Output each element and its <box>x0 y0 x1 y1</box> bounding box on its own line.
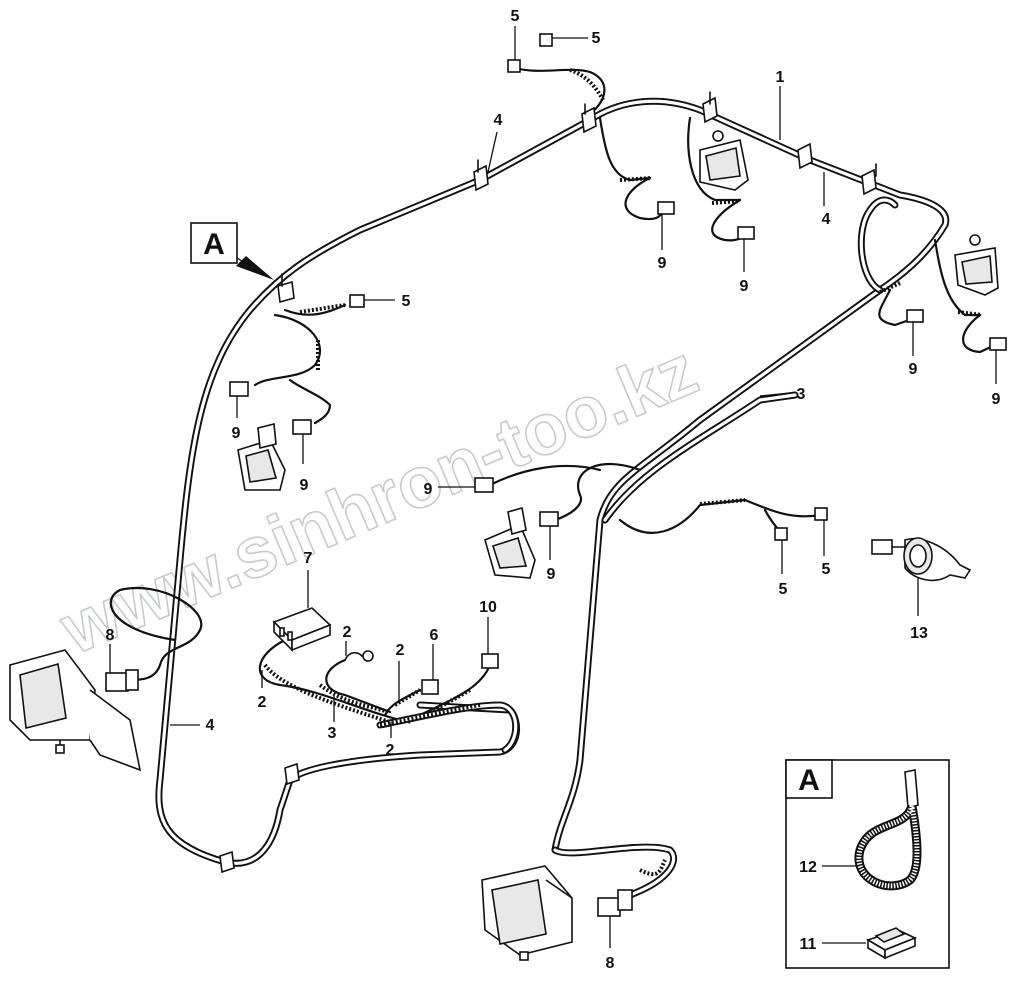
connector-9-icon <box>229 381 249 397</box>
cable-tie-icon <box>797 142 813 170</box>
callout-1: 1 <box>776 69 785 86</box>
connector-9-icon <box>989 337 1007 351</box>
callout-4: 4 <box>206 717 215 734</box>
connector-5-icon <box>539 33 553 47</box>
cable-tie-12-icon <box>854 769 922 891</box>
work-light-icon <box>9 649 142 772</box>
callout-12: 12 <box>799 859 817 876</box>
view-marker-letter: A <box>203 228 225 261</box>
cab-light-icon <box>237 422 286 491</box>
callout-2: 2 <box>258 694 267 711</box>
connector-9-icon <box>292 419 312 435</box>
callout-9: 9 <box>658 255 667 272</box>
connector-5-icon <box>774 527 788 541</box>
callout-13: 13 <box>910 625 928 642</box>
connector-9-icon <box>474 477 494 493</box>
callout-9: 9 <box>740 278 749 295</box>
connector-5-icon <box>814 507 828 521</box>
callout-5: 5 <box>822 561 831 578</box>
view-marker: A <box>190 222 274 280</box>
cable-tie-icon <box>581 103 597 134</box>
connector-8-icon <box>105 672 129 692</box>
cable-tie-icon <box>219 850 235 874</box>
callout-3: 3 <box>797 386 806 403</box>
callout-9: 9 <box>547 566 556 583</box>
callout-3: 3 <box>328 725 337 742</box>
cab-light-icon <box>954 234 999 296</box>
clip-11-icon <box>866 927 918 960</box>
connector-9-icon <box>657 201 675 215</box>
power-socket-icon <box>871 537 972 582</box>
connector-6-icon <box>421 679 439 695</box>
callout-4: 4 <box>822 211 831 228</box>
work-light-icon <box>481 865 573 961</box>
cable-tie-icon <box>702 91 718 124</box>
detail-view-a: A <box>785 759 950 969</box>
callout-5: 5 <box>511 8 520 25</box>
cable-tie-icon <box>284 762 300 786</box>
callout-9: 9 <box>424 481 433 498</box>
connector-7-icon <box>272 607 332 652</box>
callout-2: 2 <box>396 642 405 659</box>
callout-9: 9 <box>992 391 1001 408</box>
cab-light-icon <box>484 506 536 579</box>
ring-terminal-icon <box>362 650 374 662</box>
callout-2: 2 <box>386 742 395 759</box>
cable-tie-icon <box>473 159 489 192</box>
connector-5-icon <box>507 59 521 73</box>
sub-harness <box>258 638 520 754</box>
cable-tie-icon <box>277 273 295 304</box>
connector-8-icon <box>597 897 621 917</box>
callout-5: 5 <box>402 293 411 310</box>
cable-tie-icon <box>861 163 877 196</box>
callout-9: 9 <box>909 361 918 378</box>
connector-9-icon <box>539 511 559 527</box>
lights <box>9 130 999 961</box>
callout-10: 10 <box>479 599 497 616</box>
cab-light-icon <box>699 130 749 191</box>
callout-7: 7 <box>304 550 313 567</box>
connector-8-icon <box>125 669 139 691</box>
connector-9-icon <box>737 226 755 240</box>
callout-5: 5 <box>592 30 601 47</box>
callout-9: 9 <box>232 425 241 442</box>
callout-4: 4 <box>494 112 503 129</box>
connector-10-icon <box>481 653 499 669</box>
connector-5-icon <box>349 294 365 308</box>
detail-view-letter: A <box>798 764 820 797</box>
connectors <box>105 33 1007 917</box>
callout-8: 8 <box>606 955 615 972</box>
cable-ties <box>219 91 877 874</box>
connector-8-icon <box>617 889 633 911</box>
connector-9-icon <box>906 309 924 323</box>
callout-11: 11 <box>800 936 817 953</box>
arrow-icon <box>236 256 274 280</box>
callout-9: 9 <box>300 477 309 494</box>
callout-5: 5 <box>779 581 788 598</box>
callout-6: 6 <box>430 627 439 644</box>
callouts: 1 5 5 4 4 4 9 9 9 9 9 9 9 9 5 5 <box>106 8 1001 972</box>
callout-2: 2 <box>343 624 352 641</box>
callout-8: 8 <box>106 627 115 644</box>
